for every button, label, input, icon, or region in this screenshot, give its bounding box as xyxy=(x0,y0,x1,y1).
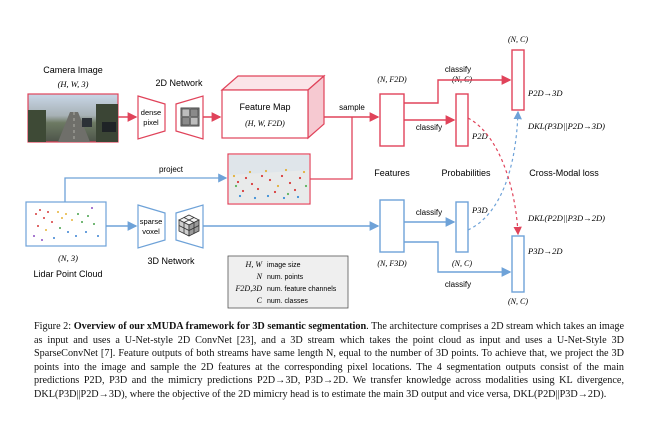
p2d3d-column xyxy=(511,49,525,111)
legend-symbol-c: C xyxy=(257,296,263,305)
project-label: project xyxy=(159,165,184,174)
dense-pixel-line2: pixel xyxy=(143,118,159,127)
projected-points-image xyxy=(227,153,311,205)
legend-desc-f: num. feature channels xyxy=(267,286,337,293)
notation-legend: H, W image size N num. points F2D,3D num… xyxy=(227,255,349,309)
2d-network-label: 2D Network xyxy=(155,78,203,88)
legend-symbol-n: N xyxy=(256,272,263,281)
legend-symbol-f: F2D,3D xyxy=(235,284,263,293)
classify-3d-label: classify xyxy=(416,208,442,217)
3d-network-label: 3D Network xyxy=(147,256,195,266)
p3d-label: P3D xyxy=(471,205,488,215)
sample-label: sample xyxy=(339,103,365,112)
kl-bottom-label: DKL(P2D||P3D→2D) xyxy=(527,213,605,223)
feature-map-block: Feature Map (H, W, F2D) xyxy=(220,74,326,140)
legend-desc-c: num. classes xyxy=(267,298,308,305)
lidar-label: Lidar Point Cloud xyxy=(33,269,102,279)
p2d3d-label: P2D→3D xyxy=(527,88,563,98)
sparse-voxel-line1: sparse xyxy=(140,217,163,226)
caption-body: . The architecture comprises a 2D stream… xyxy=(34,321,624,400)
feature-2d-column xyxy=(379,93,405,147)
lidar-point-cloud-thumbnail xyxy=(25,201,107,247)
p2d-label: P2D xyxy=(471,131,488,141)
p3d2d-dims: (N, C) xyxy=(508,297,528,306)
p2d-column xyxy=(455,93,469,147)
camera-image-thumbnail xyxy=(27,93,119,143)
2d-network-encoder-decoder: dense pixel xyxy=(137,95,204,140)
camera-dims-label: (H, W, 3) xyxy=(58,79,89,89)
kl-arrow-p3d-to-p2d3d xyxy=(467,110,522,231)
3d-network-encoder-decoder: sparse voxel xyxy=(137,204,204,249)
caption-prefix: Figure 2: xyxy=(34,321,74,332)
feature-2d-dims: (N, F2D) xyxy=(377,75,407,84)
classify-2d-label: classify xyxy=(416,123,442,132)
voxel-cube-icon xyxy=(178,214,200,237)
caption-title: Overview of our xMUDA framework for 3D s… xyxy=(73,321,367,332)
kl-arrow-p2d-to-p3d2d xyxy=(467,117,522,236)
pixel-grid-icon xyxy=(180,107,200,127)
probabilities-header: Probabilities xyxy=(441,168,491,178)
legend-symbol-hw: H, W xyxy=(245,260,264,269)
p3d-dims: (N, C) xyxy=(452,259,472,268)
legend-desc-hw: image size xyxy=(267,262,301,269)
figure-caption: Figure 2: Overview of our xMUDA framewor… xyxy=(34,320,624,402)
classify-3d2d-label: classify xyxy=(445,280,471,289)
p3d2d-column xyxy=(511,235,525,293)
dense-pixel-line1: dense xyxy=(141,108,161,117)
feature-3d-dims: (N, F3D) xyxy=(377,259,407,268)
architecture-diagram: Camera Image (H, W, 3) 2D Network dense … xyxy=(25,35,605,309)
p2d3d-dims: (N, C) xyxy=(508,35,528,44)
feature-3d-column xyxy=(379,199,405,253)
feature-map-dims: (H, W, F2D) xyxy=(245,119,285,128)
features-header: Features xyxy=(374,168,410,178)
p3d-column xyxy=(455,201,469,253)
camera-image-label: Camera Image xyxy=(43,65,103,75)
feature-map-label: Feature Map xyxy=(239,102,290,112)
classify-2d3d-label: classify xyxy=(445,65,471,74)
kl-top-label: DKL(P3D||P2D→3D) xyxy=(527,121,605,131)
sparse-voxel-line2: voxel xyxy=(142,227,160,236)
lidar-dims: (N, 3) xyxy=(58,253,78,263)
crossmodal-header: Cross-Modal loss xyxy=(529,168,599,178)
legend-desc-n: num. points xyxy=(267,274,304,281)
p3d2d-label: P3D→2D xyxy=(527,246,563,256)
